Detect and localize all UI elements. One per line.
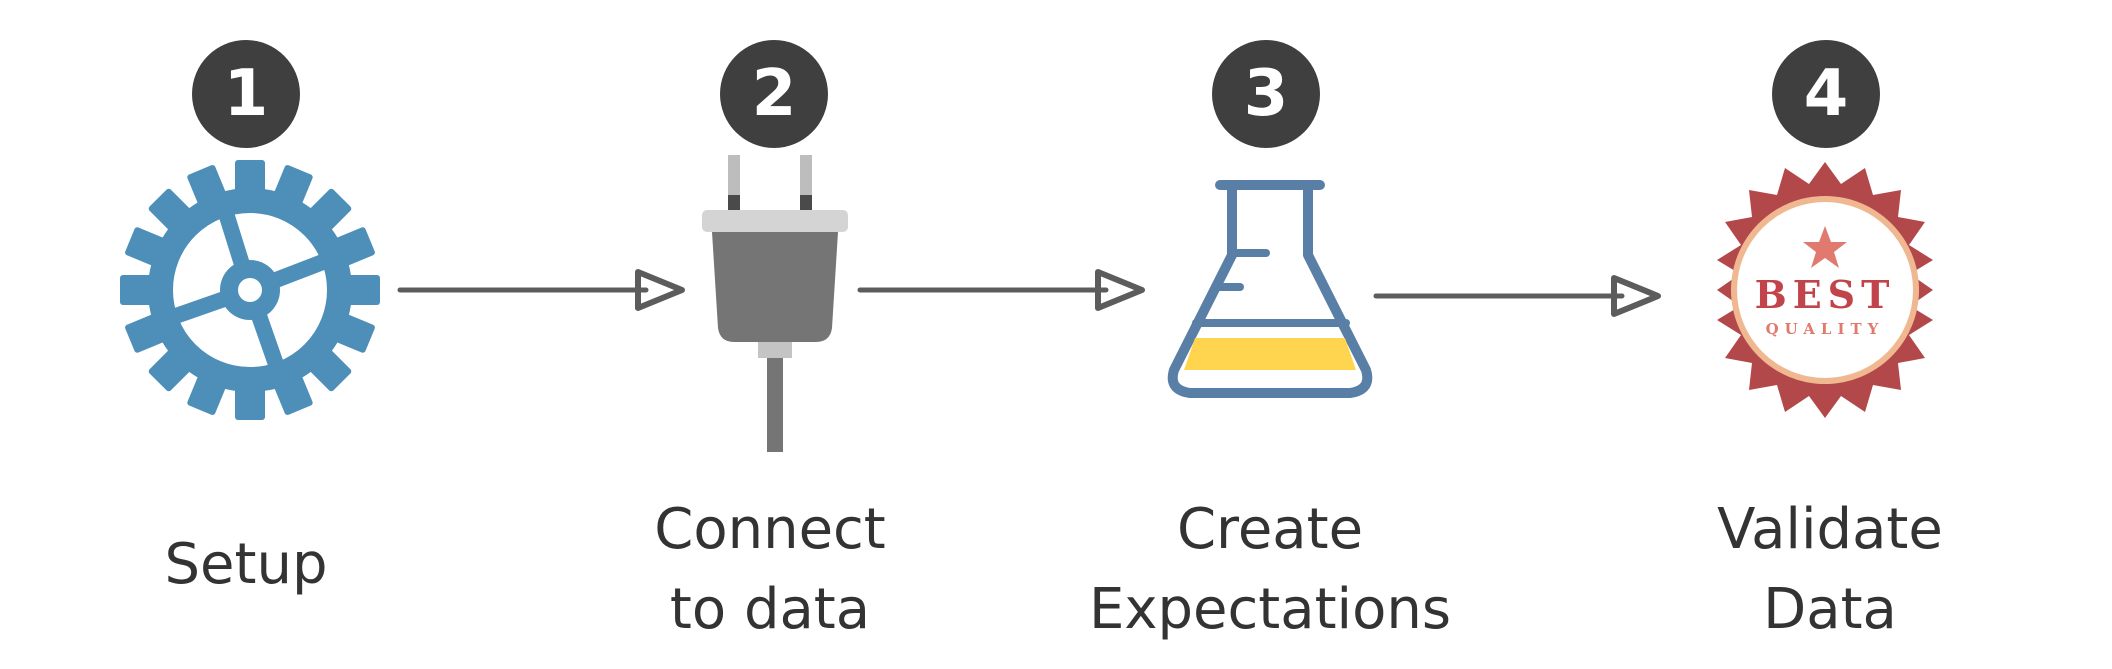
gear-icon bbox=[120, 160, 380, 420]
badge-title: BEST bbox=[1754, 272, 1896, 317]
arrow-3-to-4 bbox=[1373, 275, 1661, 317]
step-4-number-badge: 4 bbox=[1772, 40, 1880, 148]
step-3-label: Create Expectations bbox=[1088, 497, 1452, 642]
step-2-number-badge: 2 bbox=[720, 40, 828, 148]
badge-subtitle: QUALITY bbox=[1765, 320, 1885, 338]
step-1-number-badge: 1 bbox=[192, 40, 300, 148]
best-quality-badge-icon: BEST QUALITY bbox=[1695, 160, 1955, 420]
step-2-label: Connect to data bbox=[654, 497, 886, 642]
step-3-number-badge: 3 bbox=[1212, 40, 1320, 148]
arrow-1-to-2 bbox=[397, 269, 685, 311]
step-4-label: Validate Data bbox=[1717, 497, 1943, 642]
plug-icon bbox=[702, 155, 848, 452]
flask-icon bbox=[1167, 180, 1373, 398]
step-1-label: Setup bbox=[164, 532, 328, 597]
arrow-2-to-3 bbox=[857, 269, 1145, 311]
